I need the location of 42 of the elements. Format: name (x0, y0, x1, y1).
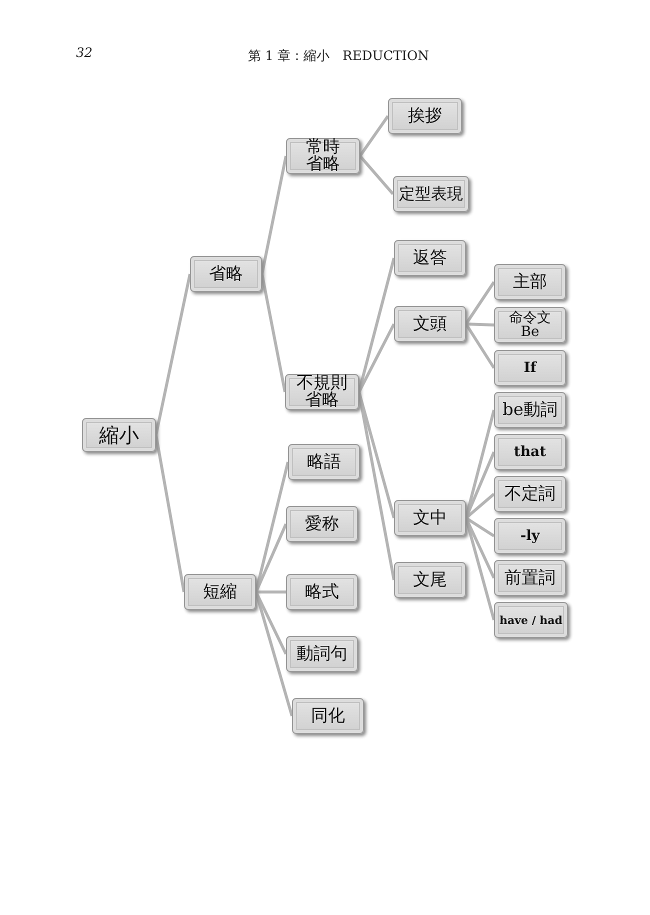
tree-box: If (494, 350, 566, 386)
tree-box: 前置詞 (494, 560, 566, 596)
connector-line (154, 434, 186, 592)
tree-box: 定型表現 (393, 176, 469, 212)
tree-box: 返答 (394, 240, 466, 276)
connector-line (256, 590, 286, 594)
connector-line (465, 516, 495, 538)
tree-box: 愛称 (286, 506, 358, 542)
tree-box: have / had (494, 602, 568, 638)
tree-box: 不規則省略 (285, 374, 359, 410)
connector-line (358, 155, 394, 195)
tree-box: 主部 (494, 264, 566, 300)
tree-box: 縮小 (82, 418, 156, 452)
tree-box: 常時省略 (286, 138, 360, 174)
tree-box: 挨拶 (388, 98, 462, 134)
tree-box: 動詞句 (286, 636, 358, 672)
tree-box: 同化 (292, 698, 364, 734)
connector-line (358, 323, 396, 393)
running-header: 第 1 章：縮小 REDUCTION (248, 48, 429, 65)
connector-line (154, 274, 192, 436)
connector-line (260, 156, 288, 274)
tree-box: 命令文 Be (494, 307, 566, 343)
tree-box: 略式 (286, 574, 358, 610)
tree-box: 文尾 (394, 562, 466, 598)
tree-box: 文頭 (394, 306, 466, 342)
connector-line (464, 281, 496, 325)
tree-box: 文中 (394, 500, 466, 536)
tree-box: 略語 (288, 444, 360, 480)
tree-box: 省略 (190, 256, 262, 292)
connector-line (358, 392, 396, 580)
connector-line (465, 492, 495, 520)
connector-line (358, 115, 390, 157)
connector-line (260, 274, 286, 392)
page-number: 32 (76, 46, 93, 61)
connector-line (464, 323, 496, 369)
tree-box: that (494, 434, 566, 470)
tree-box: 不定詞 (494, 476, 566, 512)
tree-box: be動詞 (494, 392, 566, 428)
tree-box: 短縮 (184, 574, 256, 610)
connector-line (358, 392, 396, 518)
connector-line (466, 322, 494, 326)
tree-box: -ly (494, 518, 566, 554)
